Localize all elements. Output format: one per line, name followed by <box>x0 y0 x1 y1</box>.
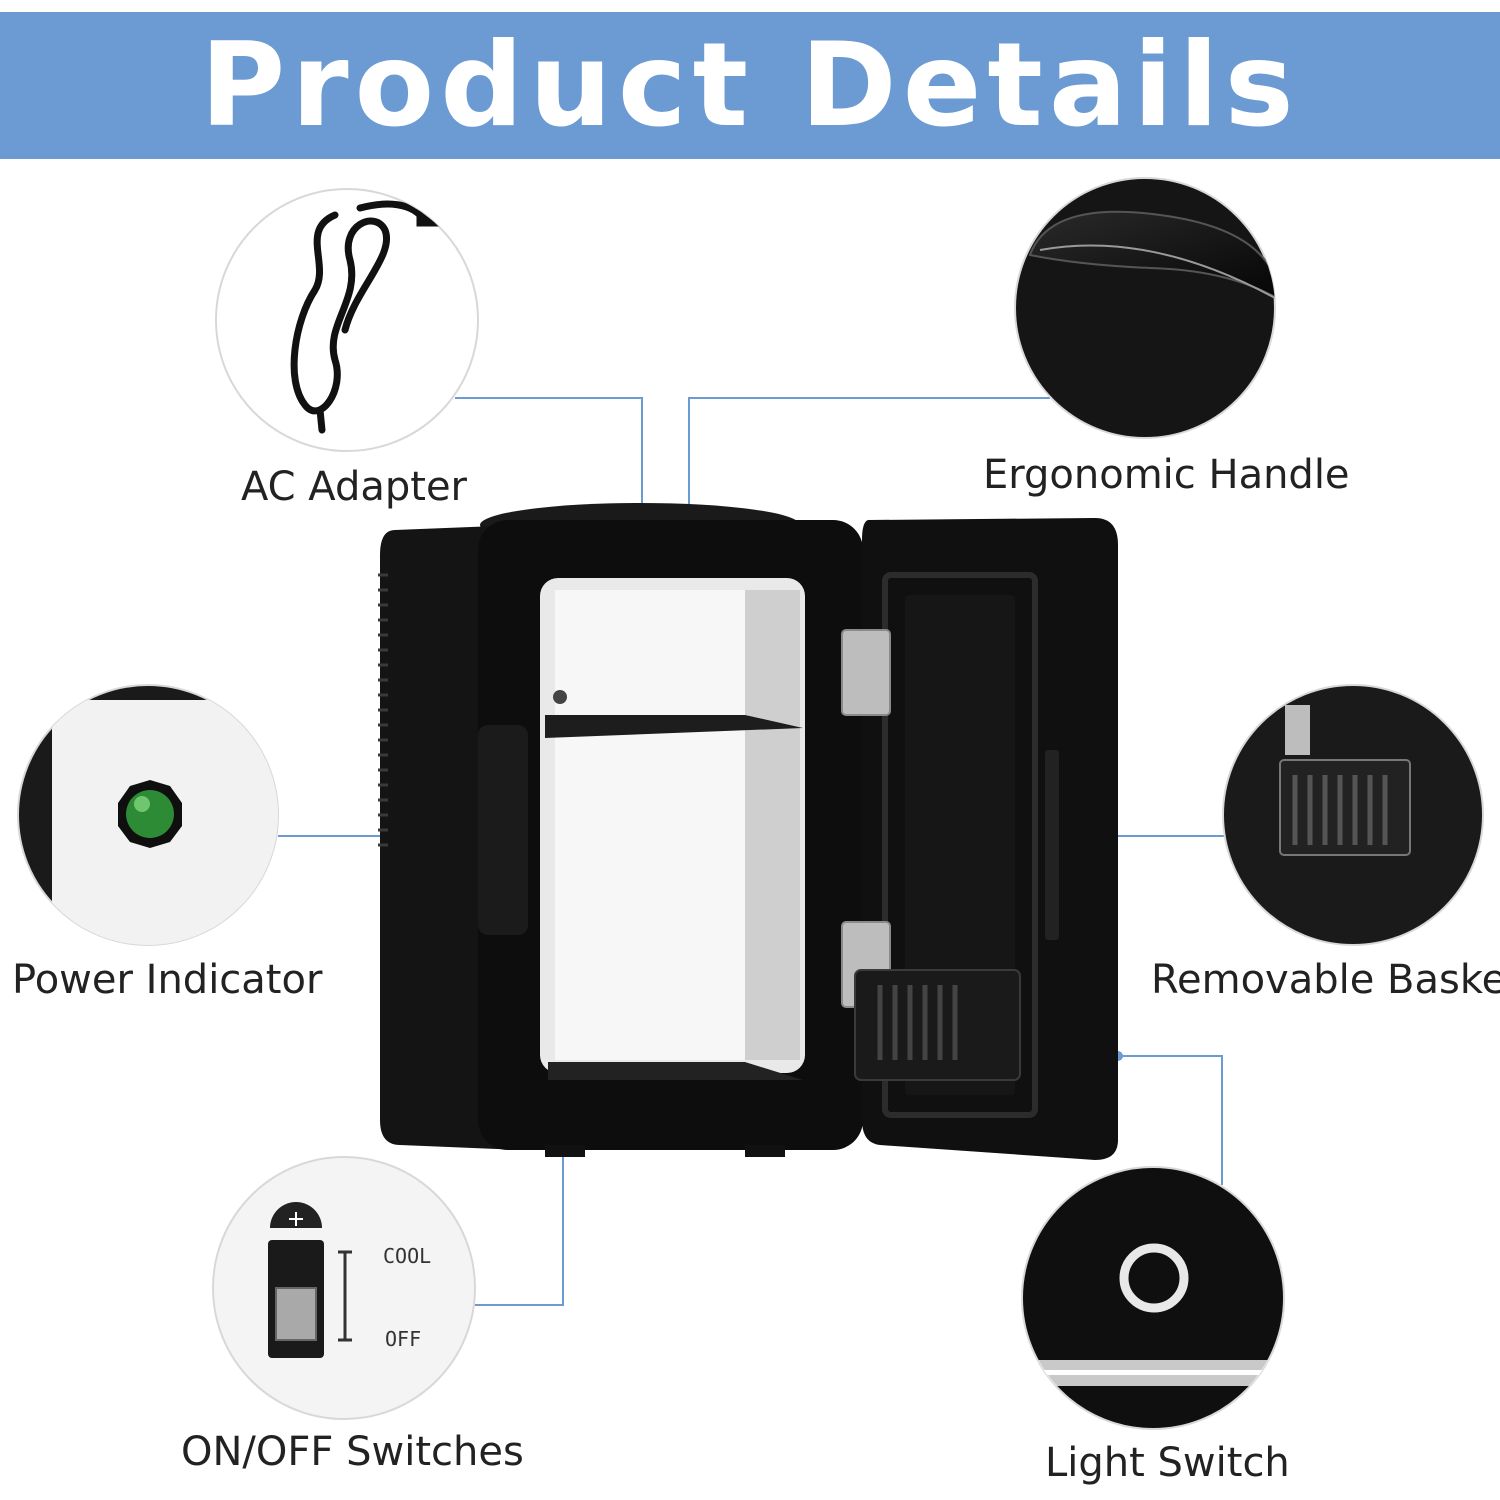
header-banner: Product Details <box>0 12 1500 159</box>
label-light-switch: Light Switch <box>1045 1440 1290 1486</box>
fridge-bottom-tray <box>548 1062 803 1080</box>
connector-light <box>1118 1055 1223 1185</box>
touch-circle-icon[interactable] <box>1119 1243 1189 1313</box>
switch-cool-label: COOL <box>383 1244 431 1268</box>
power-indicator-detail <box>17 684 279 946</box>
handle-icon <box>1028 210 1275 302</box>
fridge-side-grip <box>478 725 528 935</box>
page-title: Product Details <box>200 18 1300 153</box>
door-basket <box>854 969 1021 1081</box>
green-indicator-icon <box>118 780 182 848</box>
basket-icon <box>1279 705 1411 856</box>
label-ac-adapter: AC Adapter <box>241 464 467 510</box>
ac-adapter-detail <box>215 188 479 452</box>
on-off-switch-detail <box>212 1156 476 1420</box>
mini-fridge <box>378 503 1118 1160</box>
label-power-indicator: Power Indicator <box>12 957 323 1003</box>
side-vents <box>378 573 388 847</box>
connector-handle <box>688 397 1050 510</box>
removable-basket-detail <box>1222 684 1484 946</box>
ergonomic-handle-detail <box>1014 177 1276 439</box>
switch-off-label: OFF <box>385 1327 421 1351</box>
fridge-shelf <box>545 715 803 738</box>
rocker-switch-icon <box>268 1240 324 1358</box>
label-ergonomic-handle: Ergonomic Handle <box>983 452 1350 498</box>
label-removable-basket: Removable Basket <box>1151 957 1500 1003</box>
light-switch-detail <box>1021 1166 1285 1430</box>
label-on-off-switches: ON/OFF Switches <box>181 1429 524 1475</box>
